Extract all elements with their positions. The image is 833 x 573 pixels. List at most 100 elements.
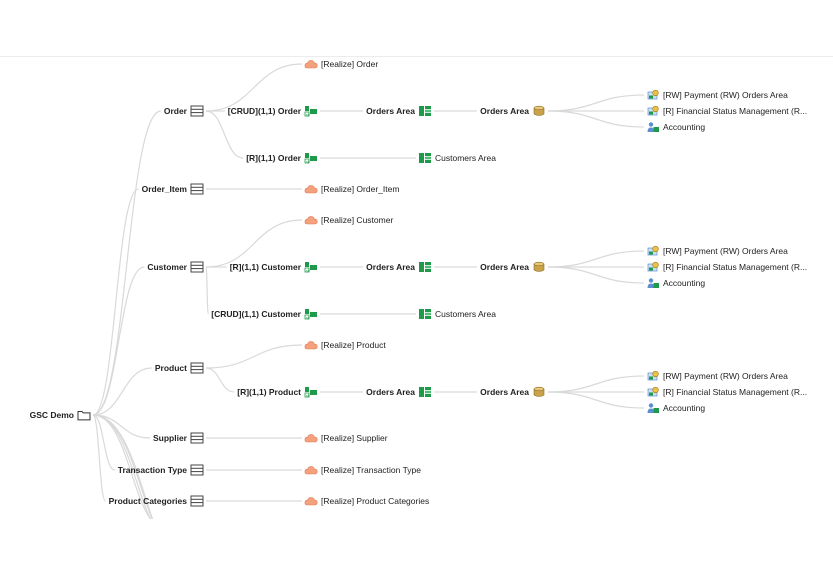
table-icon [190, 362, 204, 374]
tree-node-supplier-realize[interactable]: [Realize] Supplier [304, 432, 388, 444]
tree-node-label: [CRUD](1,1) Customer [211, 309, 301, 319]
tree-node-customer-app2[interactable]: [R] Financial Status Management (R... [646, 261, 807, 273]
database-access-icon: sb [304, 152, 318, 164]
table-icon [190, 495, 204, 507]
tree-node-label: [RW] Payment (RW) Orders Area [663, 371, 788, 381]
tree-diagram-canvas[interactable]: GSC Demo Order [Realize] Order [CRUD](1,1) … [0, 56, 833, 519]
tree-node-orderitem[interactable]: Order_Item [142, 183, 204, 195]
tree-node-product-area1[interactable]: Orders Area [366, 386, 432, 398]
tree-node-label: Customers Area [435, 309, 496, 319]
tree-node-label: Orders Area [366, 106, 415, 116]
tree-node-customer-area2[interactable]: Orders Area [480, 261, 546, 273]
tree-node-order-cust-area[interactable]: Customers Area [418, 152, 496, 164]
tree-node-order[interactable]: Order [164, 105, 204, 117]
tree-node-label: Order_Item [141, 184, 187, 194]
tree-node-product-app3[interactable]: Accounting [646, 402, 705, 414]
tree-edge [92, 414, 152, 519]
tree-node-customer-app1[interactable]: [RW] Payment (RW) Orders Area [646, 245, 788, 257]
tree-node-customer[interactable]: Customer [147, 261, 204, 273]
tree-node-prodcat-realize[interactable]: [Realize] Product Categories [304, 495, 429, 507]
tree-node-order-app1[interactable]: [RW] Payment (RW) Orders Area [646, 89, 788, 101]
tree-node-label: [Realize] Product Categories [321, 496, 430, 506]
database-access-icon: sb [304, 308, 318, 320]
tree-node-label: Orders Area [366, 387, 415, 397]
tree-node-txtype[interactable]: Transaction Type [118, 464, 204, 476]
tree-node-order-r[interactable]: [R](1,1) Order sb [246, 152, 318, 164]
tree-edges [92, 63, 645, 519]
tree-node-label: Product [154, 363, 187, 373]
tree-node-product[interactable]: Product [155, 362, 204, 374]
database-access-icon: sb [304, 261, 318, 273]
tree-edge [205, 266, 209, 315]
tree-edge [92, 414, 150, 439]
tree-node-orderitem-realize[interactable]: [Realize] Order_Item [304, 183, 399, 195]
database-cylinder-icon [532, 105, 546, 117]
tree-node-root[interactable]: GSC Demo [30, 409, 91, 421]
tree-node-label: Orders Area [480, 106, 529, 116]
tree-node-supplier[interactable]: Supplier [153, 432, 204, 444]
tree-edge [92, 414, 152, 519]
tree-edge [205, 367, 235, 393]
realize-cloud-icon [304, 58, 318, 70]
table-icon [190, 105, 204, 117]
application-gear-icon [646, 105, 660, 117]
tree-node-customer-area1[interactable]: Orders Area [366, 261, 432, 273]
svg-text:sb: sb [306, 160, 310, 164]
realize-cloud-icon [304, 432, 318, 444]
tree-node-customer-cust-area[interactable]: Customers Area [418, 308, 496, 320]
tree-edge [547, 250, 645, 268]
tree-node-label: [R] Financial Status Management (R... [663, 262, 808, 272]
tree-node-label: [Realize] Order_Item [321, 184, 400, 194]
tree-node-txtype-realize[interactable]: [Realize] Transaction Type [304, 464, 421, 476]
tree-node-label: [Realize] Order [321, 59, 379, 69]
tree-node-customer-realize[interactable]: [Realize] Customer [304, 214, 393, 226]
svg-text:sb: sb [306, 394, 310, 398]
tree-node-order-app3[interactable]: Accounting [646, 121, 705, 133]
tree-node-label: Orders Area [480, 387, 529, 397]
realize-cloud-icon [304, 214, 318, 226]
tree-node-label: [CRUD](1,1) Order [227, 106, 301, 116]
tree-node-label: [R](1,1) Order [246, 153, 301, 163]
area-grid-icon [418, 308, 432, 320]
tree-node-label: Order [163, 106, 187, 116]
area-grid-icon [418, 386, 432, 398]
tree-node-label: Product Categories [108, 496, 187, 506]
tree-node-product-app1[interactable]: [RW] Payment (RW) Orders Area [646, 370, 788, 382]
tree-node-product-realize[interactable]: [Realize] Product [304, 339, 386, 351]
table-icon [190, 464, 204, 476]
realize-cloud-icon [304, 183, 318, 195]
application-gear-icon [646, 261, 660, 273]
tree-node-product-app2[interactable]: [R] Financial Status Management (R... [646, 386, 807, 398]
application-people-icon [646, 277, 660, 289]
svg-text:sb: sb [306, 316, 310, 320]
database-cylinder-icon [532, 261, 546, 273]
tree-node-label: [R](1,1) Customer [229, 262, 301, 272]
tree-node-customer-crud[interactable]: [CRUD](1,1) Customer sb [211, 308, 318, 320]
application-gear-icon [646, 386, 660, 398]
database-access-icon: sb [304, 105, 318, 117]
tree-node-order-area1[interactable]: Orders Area [366, 105, 432, 117]
application-people-icon [646, 402, 660, 414]
tree-node-label: [Realize] Transaction Type [321, 465, 422, 475]
tree-edge [547, 110, 645, 128]
area-grid-icon [418, 105, 432, 117]
tree-node-prodcat[interactable]: Product Categories [109, 495, 204, 507]
tree-edge [205, 344, 303, 369]
tree-node-order-realize[interactable]: [Realize] Order [304, 58, 378, 70]
tree-node-order-app2[interactable]: [R] Financial Status Management (R... [646, 105, 807, 117]
table-icon [190, 432, 204, 444]
tree-edge [92, 188, 139, 416]
tree-node-product-area2[interactable]: Orders Area [480, 386, 546, 398]
database-access-icon: sb [304, 386, 318, 398]
realize-cloud-icon [304, 339, 318, 351]
tree-edge [92, 110, 162, 416]
tree-node-label: [Realize] Product [321, 340, 386, 350]
table-icon [190, 261, 204, 273]
tree-node-customer-app3[interactable]: Accounting [646, 277, 705, 289]
tree-node-label: Supplier [152, 433, 187, 443]
tree-node-order-area2[interactable]: Orders Area [480, 105, 546, 117]
tree-edge [205, 63, 303, 112]
